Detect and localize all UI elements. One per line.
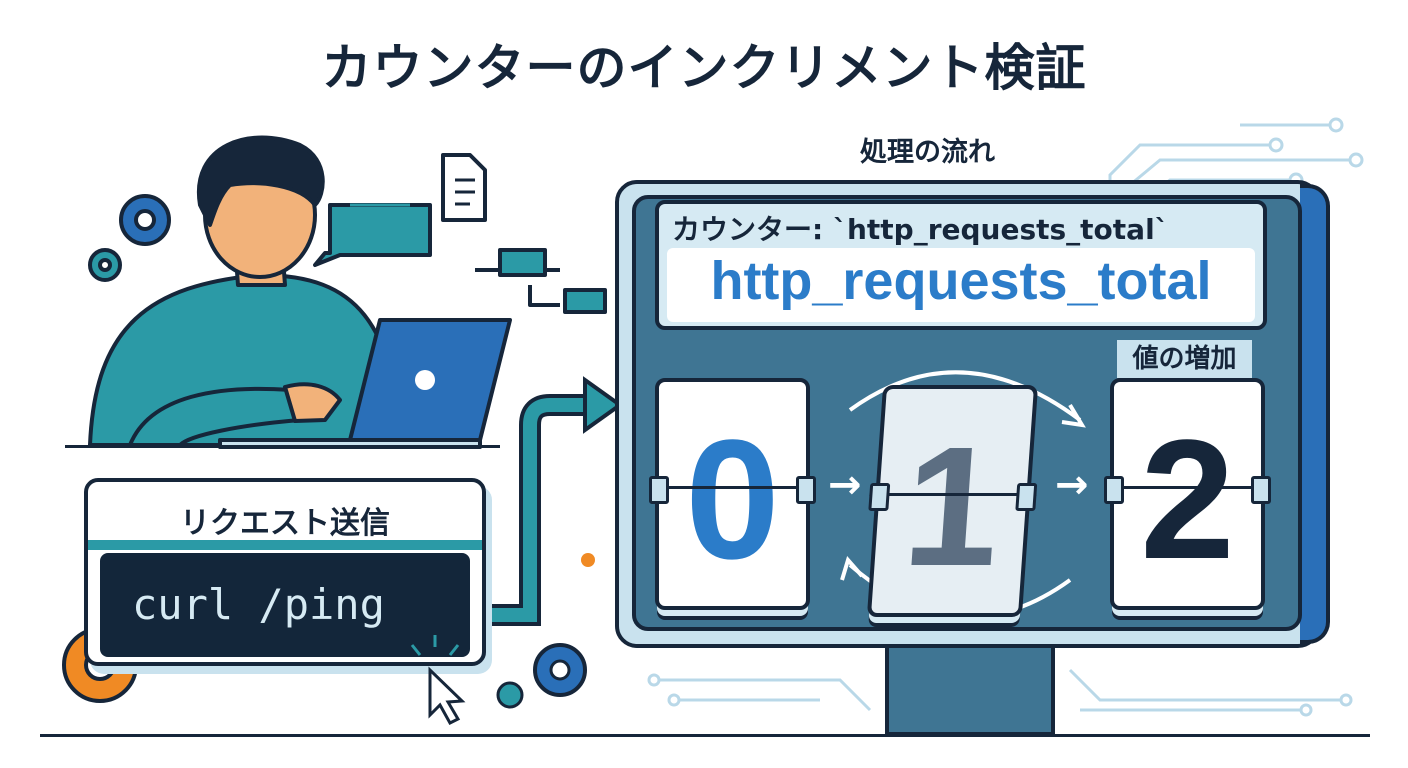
counter-card-1: 1 [866,385,1039,617]
ground-line [40,734,1370,737]
counter-card-0: 0 [649,378,816,610]
monitor-stand [885,648,1055,736]
metric-box [667,248,1255,322]
page-title: カウンターのインクリメント検証 [321,39,1087,97]
counter-card-2: 2 [1104,378,1271,610]
monitor-side [1300,184,1330,644]
command-text: curl /ping [132,580,385,629]
arrow-right-icon: → [828,462,862,508]
request-label: リクエスト送信 [180,506,390,541]
counter-value: 2 [1140,405,1235,595]
flow-arrow-icon [480,376,624,626]
request-accent-bar [88,540,482,550]
increase-label: 値の増加 [1117,340,1252,378]
terminal[interactable] [100,553,470,657]
counter-value: 1 [898,412,1006,602]
desk-line [65,445,500,448]
person-icon [88,135,607,449]
metric-name: http_requests_total [710,251,1212,311]
cursor-icon [410,635,587,725]
circuit-icon [647,668,1353,717]
counter-value: 0 [685,405,780,595]
counter-label: カウンター: `http_requests_total` [672,213,1169,246]
flow-label: 処理の流れ [860,137,995,168]
arrow-right-icon: → [1055,462,1089,508]
